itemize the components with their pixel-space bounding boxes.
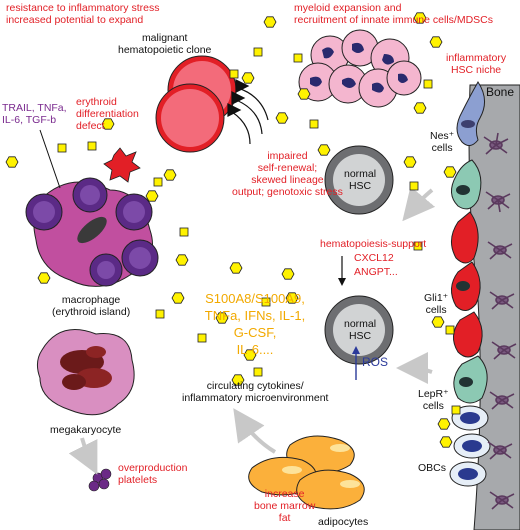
malignant-clone-cells (155, 55, 237, 153)
cytokines-line-4: IL-6.... (236, 342, 274, 357)
hsc-mid-line-1: normal (344, 318, 377, 330)
trail-line-2: IL-6, TGF-b (2, 114, 57, 126)
nes-line-1: Nes⁺ (430, 130, 455, 142)
malignant-line-2: hematopoietic clone (118, 44, 212, 56)
hsc-top-line-2: HSC (348, 180, 372, 192)
trail-label: TRAIL, TNFa, IL-6, TGF-b (2, 102, 67, 126)
angpt-label: ANGPT... (354, 266, 398, 278)
megakaryocyte (36, 329, 135, 416)
normal-hsc-top-label: normal HSC (344, 168, 376, 192)
cxcl12-label: CXCL12 (354, 252, 394, 264)
overproduction-label: overproduction platelets (118, 462, 187, 486)
gli1-line-1: Gli1⁺ (424, 292, 449, 304)
nes-line-2: cells (431, 142, 453, 154)
normal-hsc-top (324, 145, 394, 215)
impaired-label: impaired self-renewal; skewed lineage ou… (232, 150, 343, 198)
impaired-line-1: impaired (267, 150, 308, 162)
erythroid-line-3: defect (76, 120, 105, 132)
impaired-line-2: self-renewal; (257, 162, 318, 174)
obcs-label: OBCs (418, 462, 447, 474)
circulating-line-2: inflammatory microenvironment (182, 392, 329, 404)
cytokines-list: S100A8/S100A9, TNFa, IFNs, IL-1, G-CSF, … (190, 290, 320, 358)
resistance-line-2: increased potential to expand (6, 14, 144, 26)
impaired-line-4: output; genotoxic stress (232, 186, 343, 198)
niche-line-2: HSC niche (450, 64, 502, 76)
gli1-line-2: cells (425, 304, 447, 316)
lepr-cells-label: LepR⁺ cells (418, 388, 449, 412)
adipocytes-label: adipocytes (318, 516, 369, 528)
bone-label: Bone (486, 85, 515, 99)
myeloid-cells (298, 29, 422, 108)
macrophage-line-1: macrophage (61, 294, 121, 306)
niche-cells (449, 81, 491, 487)
lepr-line-1: LepR⁺ (418, 388, 449, 400)
erythroid-defect-label: erythroid differentiation defect (76, 96, 139, 132)
increase-line-2: bone marrow (254, 500, 316, 512)
impaired-line-3: skewed lineage (251, 174, 324, 186)
hsc-mid-line-2: HSC (348, 330, 372, 342)
hsc-top-line-1: normal (344, 168, 377, 180)
niche-line-1: inflammatory (446, 52, 507, 64)
megakaryocyte-label: megakaryocyte (50, 424, 122, 436)
ros-label: ROS (362, 355, 389, 369)
inflammatory-niche-label: inflammatory HSC niche (446, 52, 506, 76)
circulating-label: circulating cytokines/ inflammatory micr… (182, 380, 328, 404)
increase-line-3: fat (278, 512, 291, 524)
malignant-line-1: malignant (141, 32, 188, 44)
trail-pointer (39, 129, 61, 189)
resistance-line-1: resistance to inflammatory stress (6, 2, 160, 14)
resistance-label: resistance to inflammatory stress increa… (6, 2, 159, 26)
gli1-cells-label: Gli1⁺ cells (424, 292, 448, 316)
erythroid-line-2: differentiation (76, 108, 139, 120)
cytokines-line-2: TNFa, IFNs, IL-1, (204, 308, 306, 323)
erythroblasts (25, 177, 159, 287)
macrophage-label: macrophage (erythroid island) (52, 294, 130, 318)
platelets-icon (88, 468, 112, 492)
myeloid-line-2: recruitment of innate immune cells/MDSCs (294, 14, 493, 26)
hematopoiesis-down-arrowhead (338, 278, 346, 286)
expansion-arrows-icon (227, 79, 269, 145)
ros-up-arrowhead (352, 346, 360, 354)
flow-arrows (68, 186, 436, 475)
myeloid-label: myeloid expansion and recruitment of inn… (294, 2, 493, 26)
hematopoiesis-support-label: hematopoiesis-support (320, 238, 427, 250)
malignant-clone-label: malignant hematopoietic clone (118, 32, 211, 56)
increase-fat-label: increase bone marrow fat (254, 488, 315, 524)
increase-line-1: increase (264, 488, 305, 500)
circulating-line-1: circulating cytokines/ (206, 380, 304, 392)
normal-hsc-middle (324, 295, 394, 365)
osteocytes (483, 132, 517, 510)
nes-cells-label: Nes⁺ cells (430, 130, 454, 154)
lepr-line-2: cells (422, 400, 444, 412)
erythroid-defect-icon (103, 147, 141, 183)
myeloid-line-1: myeloid expansion and (294, 2, 402, 14)
overproduction-line-1: overproduction (118, 462, 188, 474)
erythroid-line-1: erythroid (76, 96, 117, 108)
normal-hsc-middle-label: normal HSC (344, 318, 376, 342)
macrophage-line-2: (erythroid island) (52, 306, 131, 318)
cytokines-line-1: S100A8/S100A9, (205, 291, 305, 306)
trail-line-1: TRAIL, TNFa, (2, 102, 67, 114)
overproduction-line-2: platelets (118, 474, 158, 486)
cytokines-line-3: G-CSF, (233, 325, 277, 340)
adipocytes (248, 435, 365, 510)
